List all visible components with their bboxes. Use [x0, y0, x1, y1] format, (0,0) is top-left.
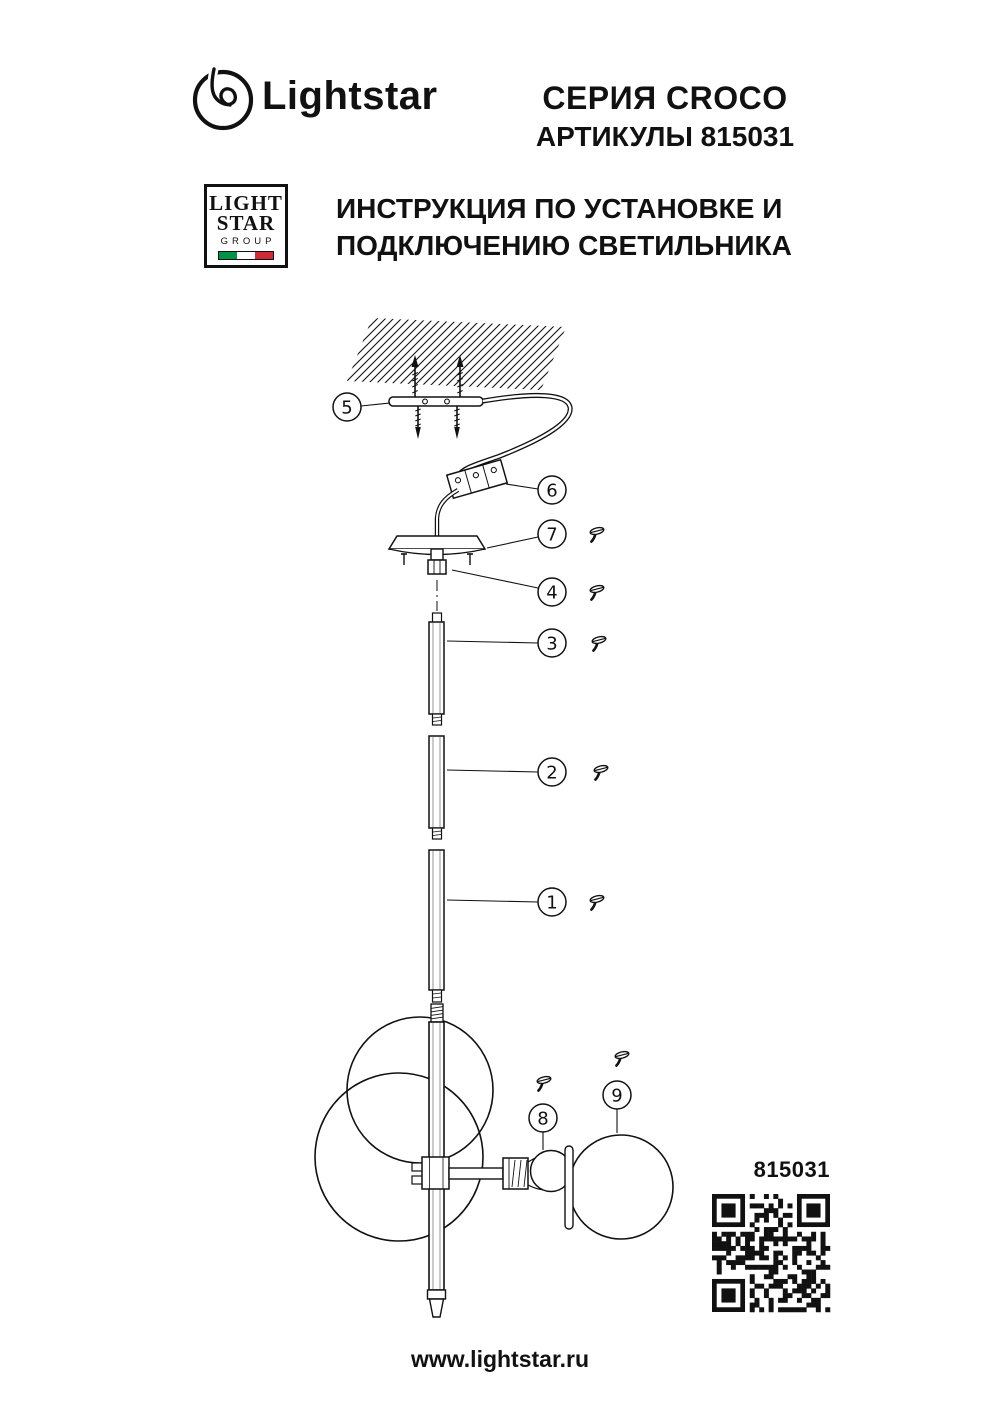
terminal-block — [445, 458, 509, 500]
screw-icons — [535, 524, 631, 1092]
instruction-title: ИНСТРУКЦИЯ ПО УСТАНОВКЕ И ПОДКЛЮЧЕНИЮ СВ… — [336, 190, 836, 264]
callout-3: 3 — [446, 628, 567, 658]
screw-icon-9 — [613, 1048, 631, 1067]
instruction-title-line1: ИНСТРУКЦИЯ ПО УСТАНОВКЕ И — [336, 193, 783, 224]
article-number: 815031 — [753, 1157, 830, 1182]
callout-7-number: 7 — [546, 525, 557, 546]
spare-sphere — [564, 1134, 674, 1240]
callout-4-number: 4 — [546, 583, 557, 604]
callout-1-number: 1 — [546, 893, 557, 914]
callout-6-number: 6 — [546, 481, 557, 502]
canopy-side-screw-left — [401, 553, 407, 565]
brand-wordmark: Lightstar — [262, 74, 438, 118]
canopy — [387, 535, 487, 565]
canopy-stem — [427, 548, 447, 575]
canopy-side-screw-right — [467, 553, 473, 565]
rod-segment-middle — [428, 735, 445, 840]
callout-6: 6 — [505, 475, 567, 505]
rod-segment-lower — [428, 849, 445, 1003]
glass-sphere-upper — [346, 1016, 494, 1164]
lamp-body-tube — [426, 1003, 447, 1318]
canopy-wire — [434, 488, 460, 536]
screw-icon-2 — [592, 762, 610, 781]
screw-icon-3 — [590, 633, 608, 652]
anchor-screw-left — [411, 355, 419, 397]
callout-9: 9 — [602, 1080, 632, 1133]
logo-box-line2: STAR — [216, 211, 276, 235]
callouts: 5 6 7 4 3 — [332, 392, 632, 1150]
bulb-socket — [502, 1157, 529, 1190]
screw-icon-1 — [588, 892, 606, 911]
website-url: www.lightstar.ru — [410, 1346, 590, 1372]
mounting-bracket — [388, 355, 484, 439]
screw-icon-7 — [588, 524, 606, 543]
callout-2-number: 2 — [546, 763, 557, 784]
power-cable — [455, 392, 573, 479]
rod-connector — [431, 713, 443, 726]
callout-9-number: 9 — [611, 1086, 622, 1107]
callout-5-number: 5 — [341, 398, 352, 419]
callout-4: 4 — [451, 569, 567, 607]
instruction-title-line2: ПОДКЛЮЧЕНИЮ СВЕТИЛЬНИКА — [336, 230, 792, 261]
mounting-plate — [388, 396, 484, 407]
callout-5: 5 — [332, 392, 391, 422]
lightstar-group-logo: LIGHT STAR GROUP — [204, 184, 288, 268]
brand-lockup — [192, 64, 260, 139]
series-title: СЕРИЯ CROCO — [542, 80, 788, 116]
anchor-screw-right — [456, 355, 464, 397]
rod-connector — [431, 989, 443, 1003]
callout-7: 7 — [486, 519, 567, 549]
callout-3-number: 3 — [546, 634, 557, 655]
logo-box-line1: LIGHT — [209, 191, 283, 215]
screw-icon-8 — [535, 1073, 553, 1092]
italy-flag-strip — [218, 251, 274, 260]
mount-clamp — [411, 1156, 450, 1190]
glass-sphere-lower — [314, 1072, 484, 1242]
series-titles: СЕРИЯ CROCO АРТИКУЛЫ 815031 — [500, 80, 830, 153]
threaded-coupling — [430, 1003, 444, 1023]
qr-code — [712, 1194, 831, 1313]
lamp-arm — [448, 1167, 504, 1180]
lightstar-logo-icon — [192, 64, 254, 131]
light-bulb — [527, 1149, 573, 1193]
ceiling-hatch — [347, 318, 566, 390]
rod-connector — [431, 827, 443, 840]
logo-box-line3: GROUP — [220, 236, 276, 247]
screw-icon-4 — [588, 582, 606, 601]
hanging-screw-left — [415, 406, 421, 439]
rod-segment-upper — [428, 612, 445, 726]
callout-8-number: 8 — [537, 1109, 548, 1130]
callout-1: 1 — [446, 887, 567, 917]
callout-2: 2 — [446, 757, 567, 787]
callout-8: 8 — [528, 1103, 558, 1150]
articles-title: АРТИКУЛЫ 815031 — [535, 121, 795, 152]
hanging-screw-right — [454, 406, 460, 439]
